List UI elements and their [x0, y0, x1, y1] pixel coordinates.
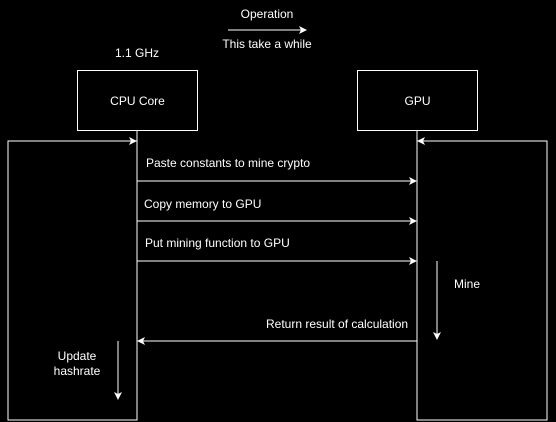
- cpu-lifeline-frame: [7, 140, 138, 421]
- paste-constants-label: Paste constants to mine crypto: [146, 156, 311, 170]
- legend-duration-label: This take a while: [222, 37, 312, 51]
- copy-memory-label: Copy memory to GPU: [144, 197, 262, 211]
- cpu-core-label: CPU Core: [110, 93, 165, 108]
- update-hashrate-label-line2: hashrate: [53, 364, 101, 378]
- return-result-label: Return result of calculation: [266, 317, 409, 331]
- update-hashrate-label-line1: Update: [57, 349, 97, 363]
- put-function-label: Put mining function to GPU: [145, 236, 290, 250]
- gpu-label: GPU: [404, 93, 431, 108]
- gpu-box: GPU: [357, 70, 478, 131]
- cpu-core-box: CPU Core: [77, 70, 198, 131]
- cpu-clock-label: 1.1 GHz: [114, 46, 160, 60]
- mine-label: Mine: [454, 277, 481, 291]
- legend-operation-label: Operation: [240, 7, 294, 21]
- gpu-lifeline-frame: [416, 140, 548, 421]
